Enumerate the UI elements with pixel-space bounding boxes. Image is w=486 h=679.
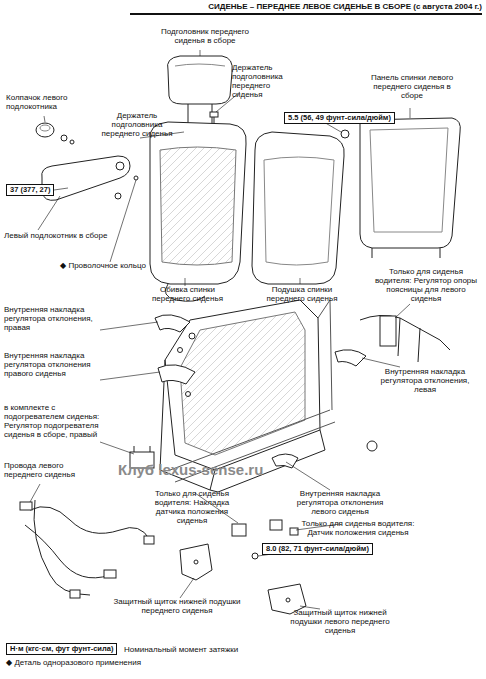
part-label: Внутренняя накладка регулятора отклонени… — [288, 490, 392, 517]
part-label: Подушка спинки переднего сиденья — [252, 286, 352, 304]
part-label: Колпачок левого подлокотника — [6, 94, 86, 112]
part-label: Номинальный момент затяжки — [124, 646, 284, 655]
part-label: ◆ Деталь одноразового применения — [6, 659, 206, 668]
part-label: Защитный щиток нижней подушки переднего … — [110, 598, 244, 616]
part-label: Только для сиденья водителя: Регулятор о… — [370, 268, 482, 304]
torque-value: Н·м (кгс·см, фут фунт-сила) — [10, 644, 113, 653]
part-label: Только для сиденья водителя: Датчик поло… — [298, 520, 418, 538]
part-label: Левый подлокотник в сборе — [4, 232, 124, 241]
part-label: Внутренняя накладка регулятора отклонени… — [370, 368, 480, 395]
torque-value: 5.5 (56, 49 фунт-сила/дюйм) — [288, 113, 391, 122]
part-label: Держатель подголовника переднего сиденья — [232, 64, 302, 100]
torque-value: 37 (377, 27) — [10, 185, 50, 194]
part-label: ◆ Проволочное кольцо — [60, 262, 170, 271]
watermark: Клуб lexus-sense.ru — [118, 462, 263, 479]
part-label: Внутренняя накладка регулятора отклонени… — [4, 306, 104, 333]
part-label: Внутренняя накладка регулятора отклонени… — [4, 352, 104, 379]
part-label: Держатель подголовника переднего сиденья — [96, 112, 178, 139]
part-label: Защитный щиток нижней подушки левого пер… — [280, 609, 400, 636]
torque-box: 8.0 (82, 71 фунт-сила/дюйм) — [262, 543, 373, 555]
torque-box: 37 (377, 27) — [6, 184, 54, 196]
part-label: Подголовник переднего сиденья в сборе — [160, 28, 250, 46]
part-label: Провода левого переднего сиденья — [4, 462, 84, 480]
part-label: в комплекте с подогревателем сиденья: Ре… — [4, 404, 108, 440]
torque-box: 5.5 (56, 49 фунт-сила/дюйм) — [284, 112, 395, 124]
torque-value: 8.0 (82, 71 фунт-сила/дюйм) — [266, 544, 369, 553]
torque-box: Н·м (кгс·см, фут фунт-сила) — [6, 643, 117, 655]
page-title: СИДЕНЬЕ – ПЕРЕДНЕЕ ЛЕВОЕ СИДЕНЬЕ В СБОРЕ… — [130, 2, 482, 15]
part-label: Только для сиденья водителя: Накладка да… — [140, 490, 244, 526]
part-label: Обивка спинки переднего сиденья — [140, 286, 235, 304]
part-label: Панель спинки левого переднего сиденья в… — [366, 74, 458, 101]
